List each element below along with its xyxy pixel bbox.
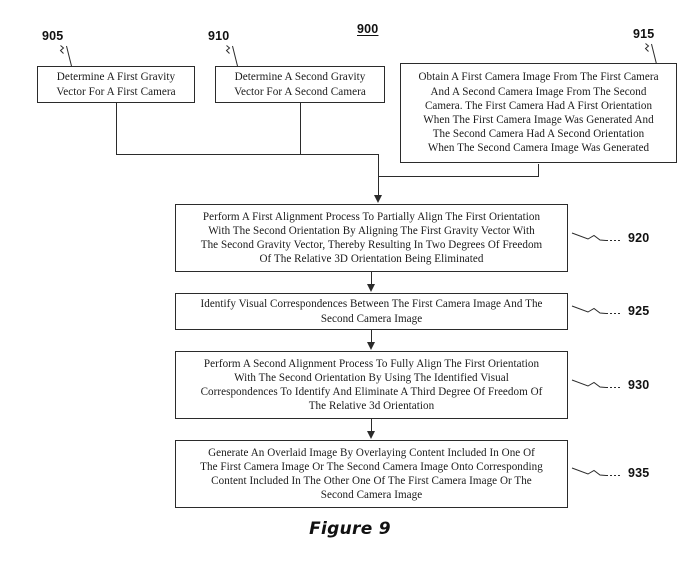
arrowhead-to-925	[367, 284, 375, 292]
figure-caption: Figure 9	[309, 519, 391, 539]
lead-line-925	[571, 304, 622, 318]
reference-number-905: 905	[42, 29, 64, 43]
connector-925-to-930	[371, 330, 372, 343]
process-box-905: Determine A First Gravity Vector For A F…	[37, 66, 195, 103]
connector-920-to-925	[371, 272, 372, 285]
lead-kink-910-icon	[225, 45, 231, 54]
lead-kink-915-icon	[644, 43, 650, 52]
process-box-905-text: Determine A First Gravity Vector For A F…	[56, 71, 176, 98]
process-box-910-text: Determine A Second Gravity Vector For A …	[234, 71, 366, 98]
connector-trunk-to-920	[378, 154, 379, 196]
process-box-910: Determine A Second Gravity Vector For A …	[215, 66, 385, 103]
connector-930-to-935	[371, 419, 372, 432]
arrowhead-to-920	[374, 195, 382, 203]
reference-number-930: 930	[628, 378, 650, 392]
process-box-915-text: Obtain A First Camera Image From The Fir…	[418, 71, 659, 155]
reference-number-925: 925	[628, 304, 650, 318]
connector-910-drop	[300, 103, 301, 155]
arrowhead-to-930	[367, 342, 375, 350]
reference-number-920: 920	[628, 231, 650, 245]
process-box-925-text: Identify Visual Correspondences Between …	[200, 298, 543, 325]
connector-905-drop	[116, 103, 117, 155]
connector-915-run	[378, 176, 539, 177]
process-box-920: Perform A First Alignment Process To Par…	[175, 204, 568, 272]
lead-line-920	[571, 231, 622, 245]
process-box-930: Perform A Second Alignment Process To Fu…	[175, 351, 568, 419]
lead-line-930	[571, 378, 622, 392]
diagram-number-900: 900	[357, 22, 379, 36]
reference-number-910: 910	[208, 29, 230, 43]
connector-915-drop	[538, 164, 539, 176]
reference-number-935: 935	[628, 466, 650, 480]
process-box-930-text: Perform A Second Alignment Process To Fu…	[200, 357, 543, 413]
connector-merge-bus	[116, 154, 379, 155]
process-box-925: Identify Visual Correspondences Between …	[175, 293, 568, 330]
process-box-915: Obtain A First Camera Image From The Fir…	[400, 63, 677, 163]
process-box-935: Generate An Overlaid Image By Overlaying…	[175, 440, 568, 508]
process-box-935-text: Generate An Overlaid Image By Overlaying…	[200, 446, 543, 502]
lead-kink-905-icon	[59, 45, 65, 54]
arrowhead-to-935	[367, 431, 375, 439]
process-box-920-text: Perform A First Alignment Process To Par…	[200, 210, 543, 266]
reference-number-915: 915	[633, 27, 655, 41]
lead-line-935	[571, 466, 622, 480]
